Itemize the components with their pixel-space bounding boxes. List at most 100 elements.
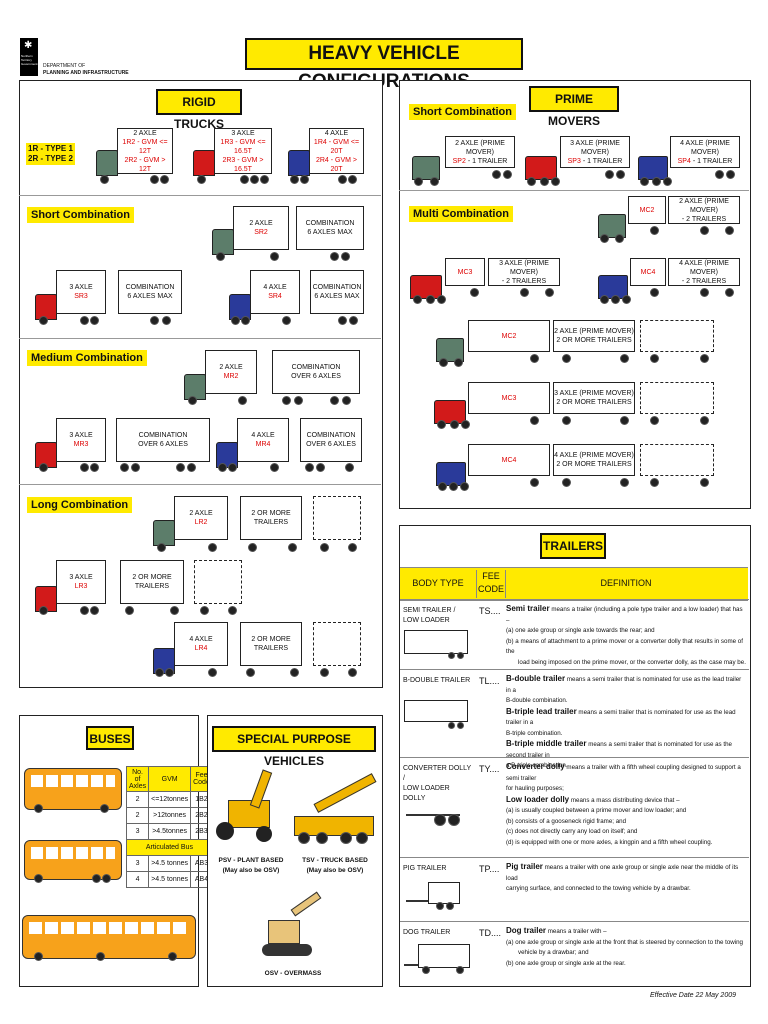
sr3-box: 3 AXLE SR3 bbox=[56, 270, 106, 314]
wheel bbox=[270, 252, 279, 261]
wheel bbox=[34, 874, 43, 883]
wheel bbox=[640, 177, 649, 186]
trailers-table-header: BODY TYPE FEE CODE DEFINITION bbox=[400, 567, 748, 601]
wheel bbox=[187, 463, 196, 472]
logo-text: Northern Territory Government bbox=[21, 54, 38, 66]
lr3-trailer-box: 2 OR MORE TRAILERS bbox=[120, 560, 184, 604]
col-definition: DEFINITION bbox=[600, 578, 652, 588]
wheel bbox=[650, 288, 659, 297]
effective-date: Effective Date 22 May 2009 bbox=[650, 992, 736, 999]
dept-name: DEPARTMENT OF PLANNING AND INFRASTRUCTUR… bbox=[43, 63, 129, 76]
optional-trailer-box bbox=[313, 622, 361, 666]
special-purpose-title: SPECIAL PURPOSE VEHICLES bbox=[212, 726, 376, 768]
semi-trailer-icon bbox=[404, 630, 468, 654]
wheel bbox=[131, 463, 140, 472]
mc2b-trailer-box: 2 AXLE (PRIME MOVER) 2 OR MORE TRAILERS bbox=[553, 320, 635, 352]
wheel bbox=[446, 902, 454, 910]
wheel bbox=[290, 668, 299, 677]
rigid-short-combination-label: Short Combination bbox=[27, 207, 134, 223]
wheel bbox=[448, 652, 455, 659]
dolly-drawbar-icon bbox=[406, 814, 460, 816]
mc3-trailer-box: 3 AXLE (PRIME MOVER) - 2 TRAILERS bbox=[488, 258, 560, 286]
wheel bbox=[611, 295, 620, 304]
divider bbox=[19, 338, 381, 339]
wheel bbox=[218, 463, 227, 472]
wheel bbox=[34, 952, 43, 961]
wheel bbox=[562, 354, 571, 363]
wheel bbox=[80, 463, 89, 472]
prime-movers-title: PRIME MOVERS bbox=[529, 86, 619, 128]
wheel bbox=[298, 832, 310, 844]
sr4-box: 4 AXLE SR4 bbox=[250, 270, 300, 314]
articulated-bus-image bbox=[22, 915, 196, 959]
wheel bbox=[449, 482, 458, 491]
wheel bbox=[90, 463, 99, 472]
rigid-type-legend: 1R - TYPE 1 2R - TYPE 2 bbox=[26, 143, 75, 165]
mr2-trailer-box: COMBINATION OVER 6 AXLES bbox=[272, 350, 360, 394]
optional-trailer-box bbox=[313, 496, 361, 540]
lr3-box: 3 AXLE LR3 bbox=[56, 560, 106, 604]
wheel bbox=[90, 316, 99, 325]
col-header: No. of Axles bbox=[125, 766, 150, 792]
wheel bbox=[282, 316, 291, 325]
mc4b-trailer-box: 4 AXLE (PRIME MOVER) 2 OR MORE TRAILERS bbox=[553, 444, 635, 476]
wheel bbox=[120, 463, 129, 472]
mc4-trailer-box: 4 AXLE (PRIME MOVER) - 2 TRAILERS bbox=[668, 258, 740, 286]
osv-caption: OSV - OVERMASS bbox=[264, 970, 322, 977]
wheel bbox=[652, 177, 661, 186]
wheel bbox=[605, 170, 614, 179]
wheel bbox=[650, 354, 659, 363]
wheel bbox=[294, 396, 303, 405]
wheel bbox=[316, 832, 328, 844]
wheel bbox=[248, 543, 257, 552]
wheel bbox=[155, 668, 164, 677]
mr2-box: 2 AXLE MR2 bbox=[205, 350, 257, 394]
lr4-trailer-box: 2 OR MORE TRAILERS bbox=[240, 622, 302, 666]
wheel bbox=[241, 316, 250, 325]
divider bbox=[19, 195, 381, 196]
wheel bbox=[457, 652, 464, 659]
wheel bbox=[470, 288, 479, 297]
wheel bbox=[600, 295, 609, 304]
sp4-box: 4 AXLE (PRIME MOVER) SP4 - 1 TRAILER bbox=[670, 136, 740, 168]
table-row: PIG TRAILER TP.... Pig trailer means a t… bbox=[400, 857, 749, 921]
mc2-box: MC2 bbox=[628, 196, 666, 224]
wheel bbox=[530, 354, 539, 363]
wheel bbox=[349, 316, 358, 325]
wheel bbox=[616, 170, 625, 179]
wheel bbox=[216, 252, 225, 261]
divider bbox=[399, 190, 749, 191]
mr3-box: 3 AXLE MR3 bbox=[56, 418, 106, 462]
wheel bbox=[615, 234, 624, 243]
table-row: SEMI TRAILER /LOW LOADER TS.... Semi tra… bbox=[400, 599, 749, 669]
truck-cab-green bbox=[412, 156, 440, 180]
wheel bbox=[305, 463, 314, 472]
wheel bbox=[620, 478, 629, 487]
wheel bbox=[348, 668, 357, 677]
mc2-trailer-box: 2 AXLE (PRIME MOVER) - 2 TRAILERS bbox=[668, 196, 740, 224]
wheel bbox=[437, 420, 446, 429]
optional-trailer-box bbox=[194, 560, 242, 604]
optional-trailer-box bbox=[640, 444, 714, 476]
wheel bbox=[520, 288, 529, 297]
wheel bbox=[439, 358, 448, 367]
wheel bbox=[725, 226, 734, 235]
wheel bbox=[39, 316, 48, 325]
wheel bbox=[260, 175, 269, 184]
wheel bbox=[700, 226, 709, 235]
wheel bbox=[345, 463, 354, 472]
bus-image bbox=[24, 840, 122, 880]
prime-short-combination-label: Short Combination bbox=[409, 104, 516, 120]
wheel bbox=[80, 316, 89, 325]
wheel bbox=[338, 316, 347, 325]
wheel bbox=[650, 416, 659, 425]
wheel bbox=[342, 396, 351, 405]
sr4-trailer-box: COMBINATION 6 AXLES MAX bbox=[310, 270, 364, 314]
wheel bbox=[527, 177, 536, 186]
pig-trailer-icon bbox=[428, 882, 460, 904]
mobile-crane-image bbox=[292, 768, 377, 848]
